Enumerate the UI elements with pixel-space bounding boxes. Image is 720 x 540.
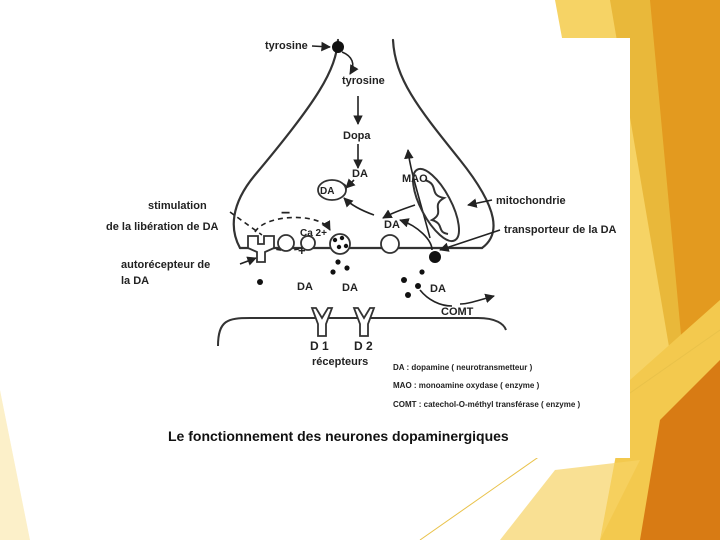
label-mao: MAO xyxy=(402,173,428,185)
legend-item: DA : dopamine ( neurotransmetteur ) xyxy=(393,363,533,372)
label-da-cleft-3: DA xyxy=(430,283,446,295)
label-da-cleft-1: DA xyxy=(297,281,313,293)
label-plus: + xyxy=(298,243,306,258)
label-tyrosine-top: tyrosine xyxy=(265,40,308,52)
label-autorecepteur-2: la DA xyxy=(121,275,149,287)
label-comt: COMT xyxy=(441,306,474,318)
label-recepteurs: récepteurs xyxy=(312,356,368,368)
label-minus: − xyxy=(281,205,290,222)
label-stimulation: stimulation xyxy=(148,200,207,212)
label-liberation: de la libération de DA xyxy=(106,221,219,233)
vesicle-3 xyxy=(381,235,399,253)
label-da-mid: DA xyxy=(384,219,400,231)
label-da-vesicle: DA xyxy=(320,186,334,197)
vesicle-1 xyxy=(278,235,294,251)
label-d1: D 1 xyxy=(310,339,329,353)
legend-item: MAO : monoamine oxydase ( enzyme ) xyxy=(393,381,540,390)
label-tyrosine: tyrosine xyxy=(342,75,385,87)
vesicle-release xyxy=(330,234,350,254)
label-da-top: DA xyxy=(352,168,368,180)
label-ca: Ca 2+ xyxy=(300,228,327,239)
label-autorecepteur-1: autorécepteur de xyxy=(121,259,210,271)
transporteur-dot xyxy=(429,251,441,263)
legend-item: COMT : catechol-O-méthyl transférase ( e… xyxy=(393,400,580,409)
label-dopa: Dopa xyxy=(343,130,371,142)
diagram-caption: Le fonctionnement des neurones dopaminer… xyxy=(168,428,509,444)
label-mitochondrie: mitochondrie xyxy=(496,195,566,207)
label-d2: D 2 xyxy=(354,339,373,353)
tyrosine-transport-dot xyxy=(332,41,344,53)
label-transporteur: transporteur de la DA xyxy=(504,224,617,236)
label-da-cleft-2: DA xyxy=(342,282,358,294)
